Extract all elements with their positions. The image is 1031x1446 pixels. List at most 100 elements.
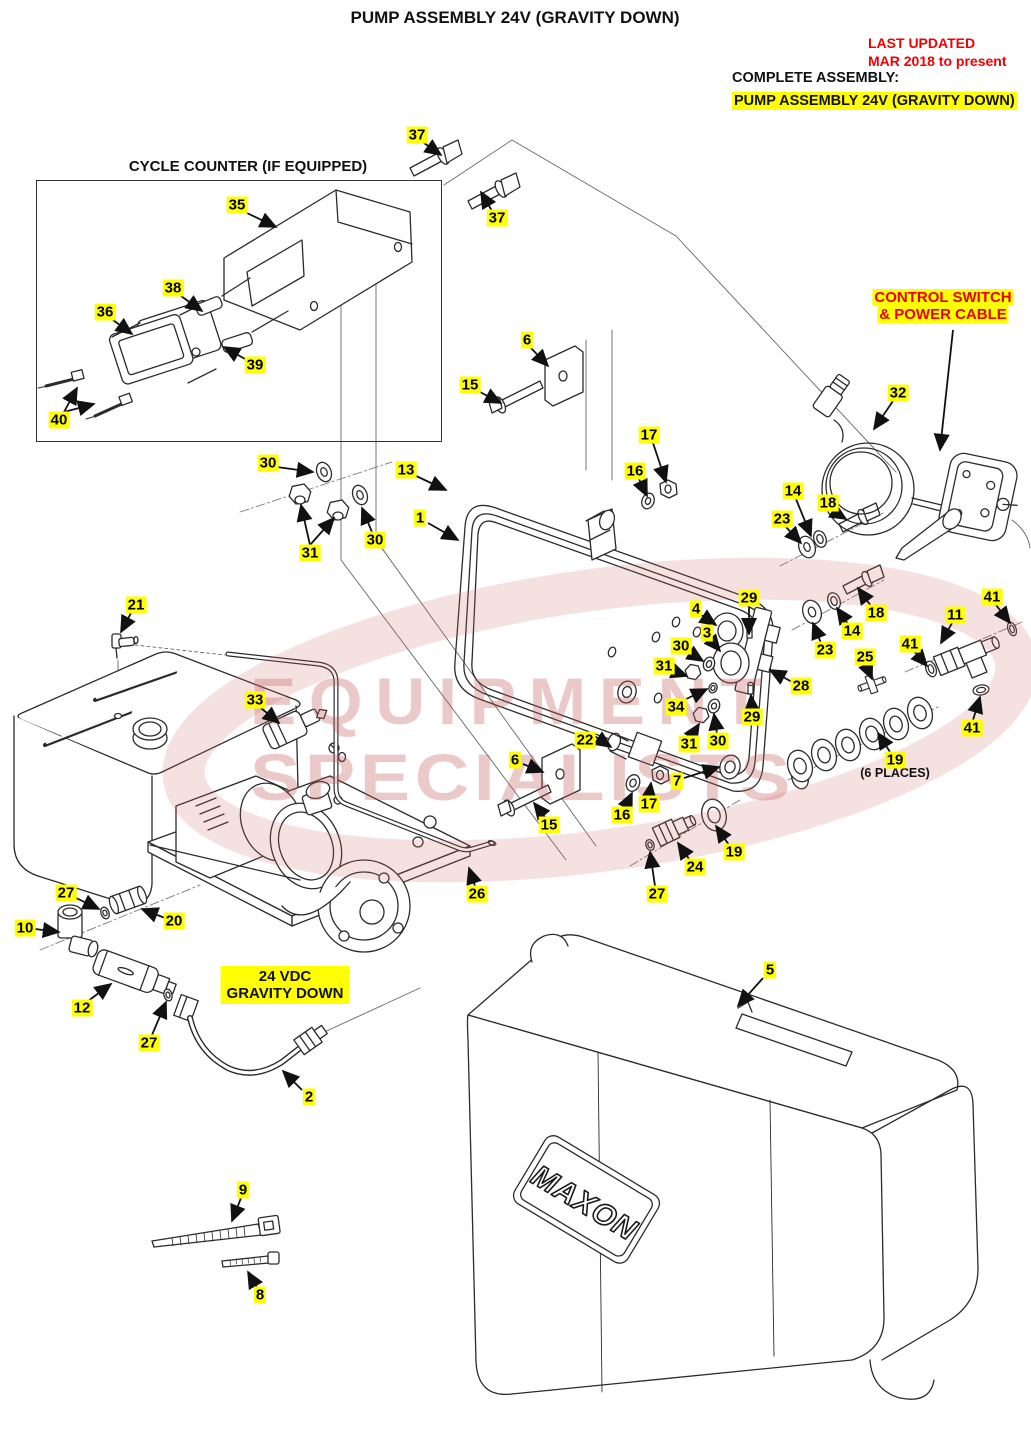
cycle-counter-meter-drawing — [108, 300, 222, 385]
right-hardware-drawings — [797, 502, 885, 625]
cycle-counter-title: CYCLE COUNTER (IF EQUIPPED) — [128, 158, 368, 175]
callout-21: 21 — [125, 596, 147, 614]
low-fittings-drawing — [57, 885, 199, 1023]
callout-18: 18 — [817, 494, 839, 512]
callout-13: 13 — [395, 461, 417, 479]
pump-voltage-line2: GRAVITY DOWN — [226, 985, 344, 1002]
callout-26: 26 — [466, 885, 488, 903]
callout-30: 30 — [670, 637, 692, 655]
callout-2: 2 — [302, 1088, 316, 1106]
control-switch-label-line2: & POWER CABLE — [877, 306, 1009, 323]
callout-38: 38 — [162, 279, 184, 297]
callout-7: 7 — [670, 772, 684, 790]
callout-18: 18 — [865, 604, 887, 622]
watermark: EQUIPMENT SPECIALISTS — [162, 557, 1031, 883]
callout-27: 27 — [55, 884, 77, 902]
callout-27: 27 — [646, 885, 668, 903]
callout-32: 32 — [887, 384, 909, 402]
callout-15: 15 — [459, 376, 481, 394]
callout-35: 35 — [226, 196, 248, 214]
hose-2-drawing — [187, 1015, 328, 1076]
breather-fitting-drawing — [111, 633, 139, 659]
pump-voltage-label: 24 VDC GRAVITY DOWN — [220, 966, 350, 1004]
power-cable-coil-drawing — [812, 373, 951, 536]
callout-22: 22 — [574, 731, 596, 749]
callout-30: 30 — [257, 454, 279, 472]
callout-15: 15 — [538, 816, 560, 834]
callout-34: 34 — [665, 698, 687, 716]
last-updated-line2: MAR 2018 to present — [868, 53, 1007, 69]
callout-6: 6 — [520, 331, 534, 349]
callout-41: 41 — [981, 588, 1003, 606]
cycle-counter-box — [36, 180, 442, 442]
callout-28: 28 — [790, 677, 812, 695]
callout-19: 19 — [723, 843, 745, 861]
frame-boss-drawing — [585, 479, 678, 561]
callout-8: 8 — [253, 1286, 267, 1304]
control-switch-drawing — [895, 452, 1018, 561]
callout-41: 41 — [961, 719, 983, 737]
callout-25: 25 — [854, 648, 876, 666]
fitting-24-drawing — [645, 798, 727, 851]
callout-29: 29 — [738, 589, 760, 607]
callout-17: 17 — [638, 426, 660, 444]
nut-washer-upper-drawings — [288, 461, 369, 521]
complete-assembly-link[interactable]: PUMP ASSEMBLY 24V (GRAVITY DOWN) — [732, 92, 1017, 110]
frame-nut-washer-drawings — [684, 656, 721, 724]
callout-31: 31 — [653, 657, 675, 675]
callout-11: 11 — [945, 606, 965, 624]
callout-6: 6 — [508, 751, 522, 769]
places-note: (6 PLACES) — [860, 766, 930, 780]
pump-motor-drawing — [147, 775, 471, 953]
fitting-11-drawing — [857, 621, 1018, 696]
callout-37: 37 — [486, 209, 508, 227]
callout-30: 30 — [364, 531, 386, 549]
last-updated-line1: LAST UPDATED — [868, 35, 976, 51]
callout-23: 23 — [814, 641, 836, 659]
callout-16: 16 — [611, 806, 633, 824]
callout-36: 36 — [94, 303, 116, 321]
callout-3: 3 — [700, 624, 714, 642]
callout-33: 33 — [244, 691, 266, 709]
callout-19: 19 — [884, 751, 906, 769]
callout-23: 23 — [771, 510, 793, 528]
watermark-line2: SPECIALISTS — [250, 740, 795, 814]
callout-40: 40 — [48, 411, 70, 429]
callout-41: 41 — [899, 635, 921, 653]
callout-12: 12 — [71, 999, 93, 1017]
cycle-counter-bracket-drawing — [223, 189, 413, 331]
probe-pins-drawing — [37, 369, 133, 420]
control-switch-label: CONTROL SWITCH & POWER CABLE — [872, 289, 1014, 323]
callout-14: 14 — [782, 482, 804, 500]
callout-16: 16 — [624, 462, 646, 480]
callout-31: 31 — [678, 735, 700, 753]
grommet-drawings — [617, 680, 741, 780]
callout-20: 20 — [163, 912, 185, 930]
callout-27: 27 — [138, 1034, 160, 1052]
cable-tie-drawings — [151, 1214, 281, 1268]
callout-5: 5 — [763, 961, 777, 979]
callout-37: 37 — [406, 126, 428, 144]
callout-4: 4 — [689, 600, 703, 618]
solenoid-33-drawing — [262, 708, 347, 763]
pump-voltage-line1: 24 VDC — [258, 968, 312, 985]
tube-26-drawing — [225, 651, 497, 853]
callout-9: 9 — [236, 1181, 250, 1199]
callout-10: 10 — [14, 919, 36, 937]
callout-17: 17 — [638, 795, 660, 813]
callout-24: 24 — [684, 858, 706, 876]
last-updated-note: LAST UPDATED MAR 2018 to present — [868, 34, 1006, 70]
plate-hardware-drawings — [488, 345, 670, 817]
callout-1: 1 — [413, 509, 427, 527]
complete-assembly-label: COMPLETE ASSEMBLY: — [732, 70, 900, 86]
callout-29: 29 — [741, 708, 763, 726]
callout-39: 39 — [244, 356, 266, 374]
callout-14: 14 — [841, 622, 863, 640]
cover-drawing: MAXON — [466, 933, 979, 1400]
callout-arrows — [34, 139, 1012, 1291]
page-title: PUMP ASSEMBLY 24V (GRAVITY DOWN) — [350, 8, 680, 27]
callout-30: 30 — [707, 732, 729, 750]
control-switch-label-line1: CONTROL SWITCH — [872, 289, 1014, 306]
